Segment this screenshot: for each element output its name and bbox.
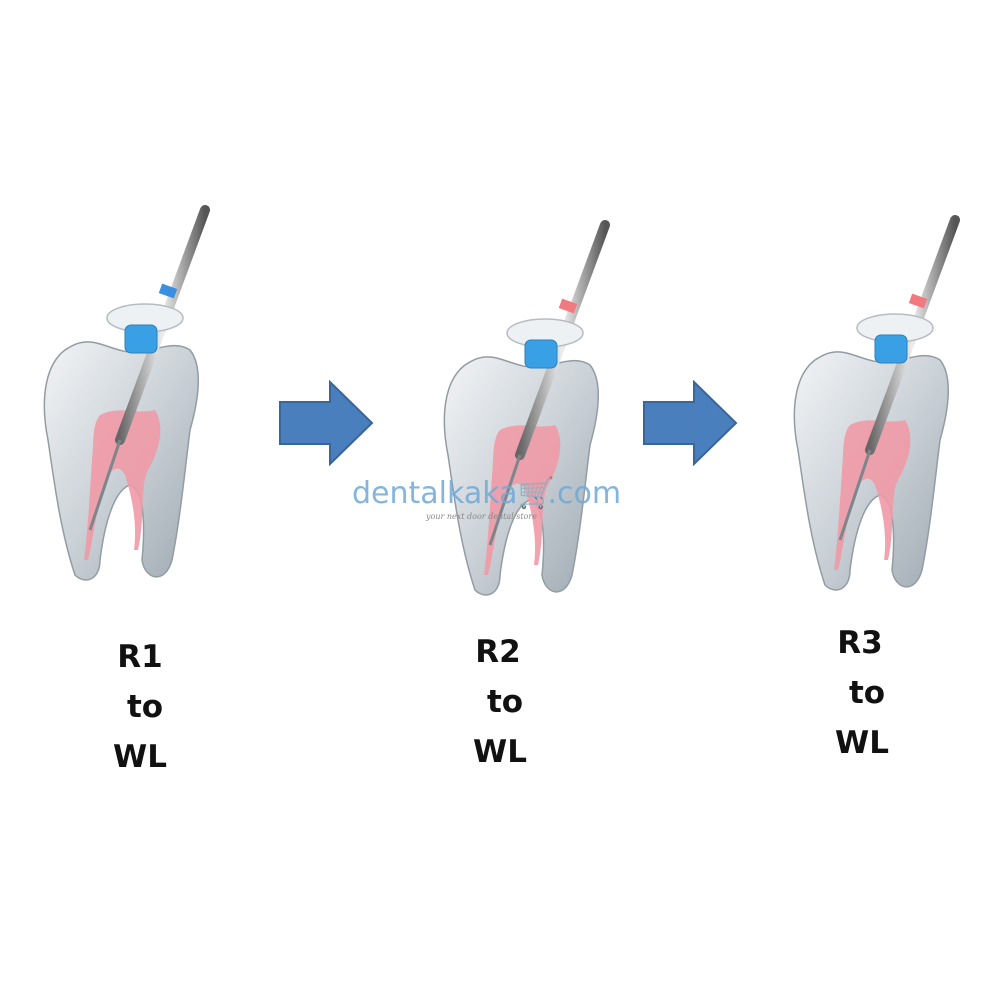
target-wl: WL xyxy=(113,739,167,775)
to-word: to xyxy=(486,684,524,720)
file-name: R1 xyxy=(117,639,163,675)
watermark-tagline: your next door dental store xyxy=(426,512,537,521)
to-word: to xyxy=(848,675,886,711)
step-label-r2: R2 to WL xyxy=(460,627,550,777)
watermark-brand: dentalkaka🛒.com xyxy=(352,476,622,511)
tooth-icon xyxy=(793,215,960,591)
target-wl: WL xyxy=(835,725,889,761)
to-word: to xyxy=(126,689,164,725)
tooth-r2-illustration xyxy=(430,215,630,605)
target-wl: WL xyxy=(473,734,527,770)
file-name: R3 xyxy=(837,625,883,661)
arrow-right-icon xyxy=(279,380,374,466)
tooth-icon xyxy=(443,220,610,596)
tooth-r1-illustration xyxy=(30,200,230,590)
watermark: dentalkaka🛒.com your next door dental st… xyxy=(352,476,652,532)
cart-icon: 🛒 xyxy=(517,476,555,511)
tooth-icon xyxy=(43,205,210,581)
file-name: R2 xyxy=(475,634,521,670)
step-label-r1: R1 to WL xyxy=(100,632,190,782)
step-label-r3: R3 to WL xyxy=(822,618,912,768)
tooth-r3-illustration xyxy=(780,210,980,600)
arrow-right-icon xyxy=(643,380,738,466)
